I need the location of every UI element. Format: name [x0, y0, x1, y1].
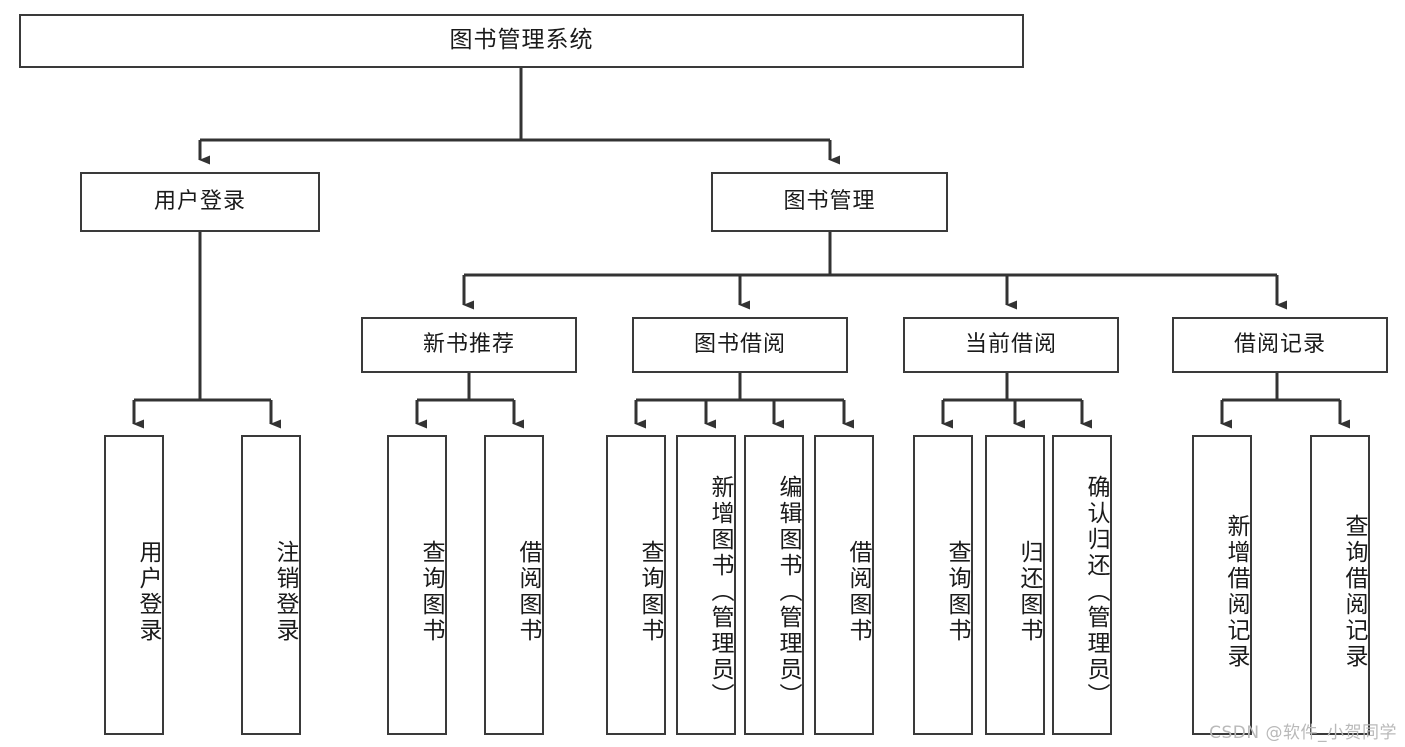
- node-current-borrow[interactable]: 当前借阅: [903, 317, 1119, 373]
- node-leaf-query-book-3[interactable]: 查询图书: [913, 435, 973, 735]
- node-label: 归还图书: [1016, 540, 1042, 644]
- node-root-book-management-system[interactable]: 图书管理系统: [19, 14, 1024, 68]
- node-label: 编辑图书（管理员）: [775, 475, 801, 709]
- node-leaf-return-book[interactable]: 归还图书: [985, 435, 1045, 735]
- node-label: 用户登录: [135, 540, 161, 644]
- node-leaf-add-book[interactable]: 新增图书（管理员）: [676, 435, 736, 735]
- node-label: 新书推荐: [422, 331, 515, 357]
- node-leaf-borrow-book-1[interactable]: 借阅图书: [484, 435, 544, 735]
- node-label: 当前借阅: [964, 331, 1057, 357]
- node-label: 确认归还（管理员）: [1083, 475, 1109, 709]
- node-book-borrow[interactable]: 图书借阅: [632, 317, 848, 373]
- node-label: 用户登录: [153, 188, 246, 214]
- node-book-management[interactable]: 图书管理: [711, 172, 948, 232]
- node-label: 借阅图书: [515, 540, 541, 644]
- node-label: 借阅图书: [845, 540, 871, 644]
- node-leaf-query-book-2[interactable]: 查询图书: [606, 435, 666, 735]
- node-label: 新增图书（管理员）: [707, 475, 733, 709]
- node-label: 查询借阅记录: [1341, 514, 1367, 670]
- node-label: 查询图书: [637, 540, 663, 644]
- node-label: 图书管理系统: [449, 27, 594, 54]
- node-leaf-user-login[interactable]: 用户登录: [104, 435, 164, 735]
- node-leaf-edit-book[interactable]: 编辑图书（管理员）: [744, 435, 804, 735]
- node-new-book-recommend[interactable]: 新书推荐: [361, 317, 577, 373]
- node-label: 借阅记录: [1233, 331, 1326, 357]
- node-label: 查询图书: [418, 540, 444, 644]
- node-leaf-borrow-book-2[interactable]: 借阅图书: [814, 435, 874, 735]
- node-label: 查询图书: [944, 540, 970, 644]
- node-leaf-query-book-1[interactable]: 查询图书: [387, 435, 447, 735]
- node-user-login[interactable]: 用户登录: [80, 172, 320, 232]
- node-leaf-confirm-return[interactable]: 确认归还（管理员）: [1052, 435, 1112, 735]
- node-label: 图书管理: [783, 188, 876, 214]
- node-leaf-query-record[interactable]: 查询借阅记录: [1310, 435, 1370, 735]
- csdn-watermark: CSDN @软件_小贺同学: [1209, 723, 1397, 743]
- node-label: 图书借阅: [693, 331, 786, 357]
- node-leaf-add-record[interactable]: 新增借阅记录: [1192, 435, 1252, 735]
- node-leaf-logout-login[interactable]: 注销登录: [241, 435, 301, 735]
- node-label: 新增借阅记录: [1223, 514, 1249, 670]
- node-label: 注销登录: [272, 540, 298, 644]
- node-borrow-record[interactable]: 借阅记录: [1172, 317, 1388, 373]
